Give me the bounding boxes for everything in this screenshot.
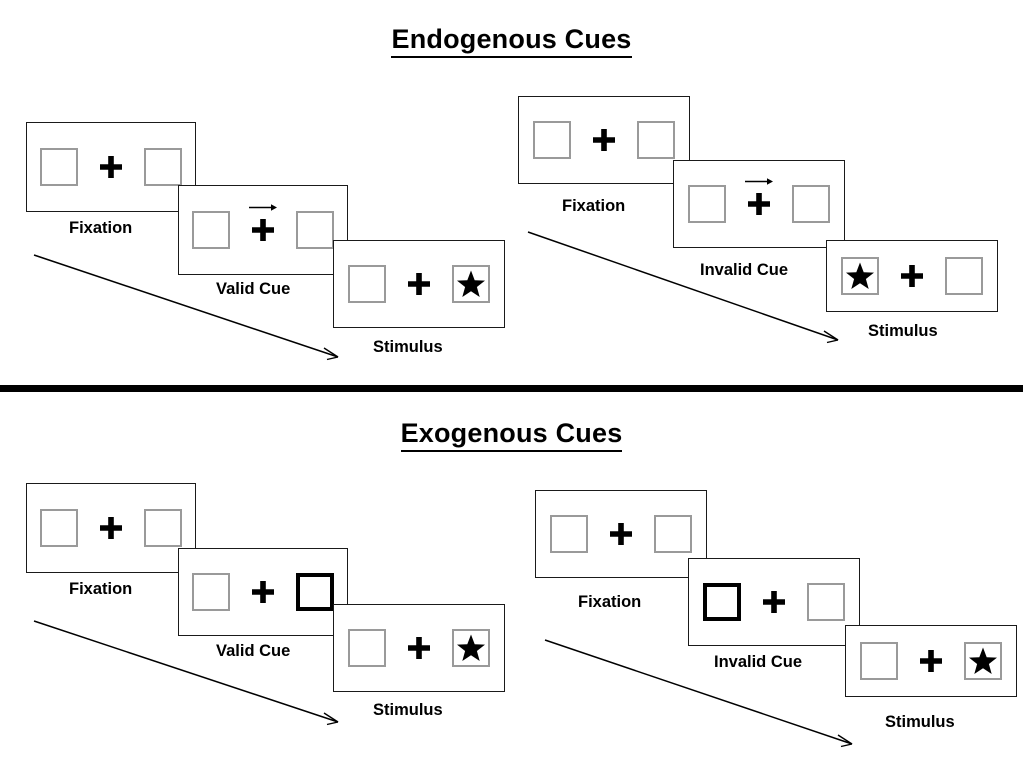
frame-label-exogenous-valid-stimulus: Stimulus bbox=[373, 701, 443, 719]
frame-label-endogenous-invalid-fixation: Fixation bbox=[562, 197, 626, 215]
left-box bbox=[40, 509, 78, 547]
fixation-cross-icon bbox=[591, 125, 617, 155]
right-box bbox=[807, 583, 845, 621]
left-box bbox=[860, 642, 898, 680]
star-target-icon bbox=[457, 270, 485, 297]
section-title-exogenous-text: Exogenous Cues bbox=[400, 418, 623, 452]
right-box bbox=[296, 211, 334, 249]
fixation-cross-icon bbox=[249, 204, 277, 245]
fixation-cross-icon bbox=[608, 519, 634, 549]
star-target-icon bbox=[846, 262, 874, 289]
left-box bbox=[348, 629, 386, 667]
frame-endogenous-invalid-stimulus bbox=[826, 240, 998, 312]
fixation-cross-icon bbox=[406, 633, 432, 663]
frame-endogenous-valid-fixation bbox=[26, 122, 196, 212]
section-title-exogenous: Exogenous Cues bbox=[0, 418, 1023, 452]
fixation-cross-icon bbox=[250, 577, 276, 607]
right-box bbox=[654, 515, 692, 553]
fixation-cross-icon bbox=[406, 269, 432, 299]
section-title-endogenous: Endogenous Cues bbox=[0, 24, 1023, 58]
frame-label-exogenous-invalid-stimulus: Stimulus bbox=[885, 713, 955, 731]
right-box bbox=[452, 629, 490, 667]
fixation-cross-icon bbox=[98, 513, 124, 543]
left-box bbox=[192, 573, 230, 611]
left-box bbox=[550, 515, 588, 553]
right-box bbox=[945, 257, 983, 295]
left-box bbox=[348, 265, 386, 303]
frame-label-endogenous-invalid-cue: Invalid Cue bbox=[700, 261, 789, 279]
left-box bbox=[192, 211, 230, 249]
right-box bbox=[144, 148, 182, 186]
arrow-right-cue-icon bbox=[249, 204, 277, 211]
frame-endogenous-valid-stimulus bbox=[333, 240, 505, 328]
right-box bbox=[792, 185, 830, 223]
fixation-cross-icon bbox=[745, 178, 773, 219]
frame-endogenous-invalid-fixation bbox=[518, 96, 690, 184]
frame-exogenous-valid-fixation bbox=[26, 483, 196, 573]
fixation-cross-icon bbox=[918, 646, 944, 676]
frame-endogenous-valid-cue bbox=[178, 185, 348, 275]
right-box bbox=[964, 642, 1002, 680]
frame-exogenous-invalid-stimulus bbox=[845, 625, 1017, 697]
fixation-cross-icon bbox=[899, 261, 925, 291]
left-box bbox=[688, 185, 726, 223]
right-box-cued bbox=[296, 573, 334, 611]
frame-label-exogenous-invalid-cue: Invalid Cue bbox=[714, 653, 803, 671]
fixation-cross-icon bbox=[98, 152, 124, 182]
frame-label-exogenous-valid-fixation: Fixation bbox=[69, 580, 133, 598]
section-title-endogenous-text: Endogenous Cues bbox=[391, 24, 632, 58]
fixation-cross-icon bbox=[761, 587, 787, 617]
arrow-right-cue-icon bbox=[745, 178, 773, 185]
frame-label-endogenous-invalid-stimulus: Stimulus bbox=[868, 322, 938, 340]
frame-label-exogenous-valid-cue: Valid Cue bbox=[216, 642, 291, 660]
frame-exogenous-invalid-cue bbox=[688, 558, 860, 646]
frame-label-exogenous-invalid-fixation: Fixation bbox=[578, 593, 642, 611]
frame-label-endogenous-valid-cue: Valid Cue bbox=[216, 280, 291, 298]
frame-label-endogenous-valid-fixation: Fixation bbox=[69, 219, 133, 237]
star-target-icon bbox=[457, 634, 485, 661]
star-target-icon bbox=[969, 647, 997, 674]
frame-exogenous-invalid-fixation bbox=[535, 490, 707, 578]
left-box bbox=[40, 148, 78, 186]
left-box bbox=[841, 257, 879, 295]
right-box bbox=[144, 509, 182, 547]
left-box bbox=[533, 121, 571, 159]
left-box-cued bbox=[703, 583, 741, 621]
frame-exogenous-valid-stimulus bbox=[333, 604, 505, 692]
right-box bbox=[637, 121, 675, 159]
frame-exogenous-valid-cue bbox=[178, 548, 348, 636]
right-box bbox=[452, 265, 490, 303]
frame-label-endogenous-valid-stimulus: Stimulus bbox=[373, 338, 443, 356]
section-divider bbox=[0, 385, 1023, 392]
frame-endogenous-invalid-cue bbox=[673, 160, 845, 248]
